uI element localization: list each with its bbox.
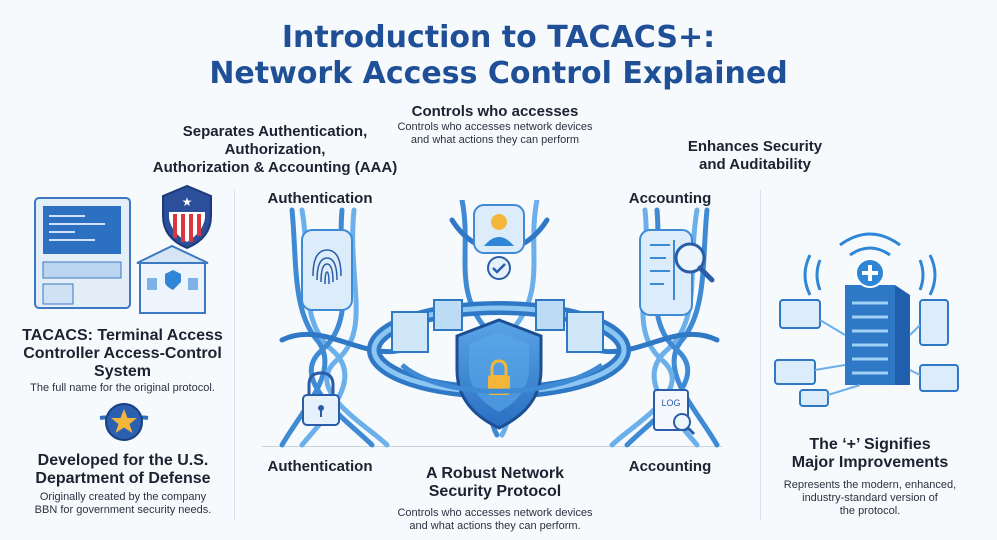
page-title: Introduction to TACACS+: Network Access … xyxy=(0,20,997,92)
tacacs-desc: The full name for the original protocol. xyxy=(30,382,215,394)
tacacs-heading-line-2: Controller Access-Control xyxy=(23,345,222,362)
building-shield-icon xyxy=(165,270,181,290)
network-cable-illustration: LOG xyxy=(279,200,720,448)
plus-desc-line-1: Represents the modern, enhanced, xyxy=(783,479,957,491)
dod-heading-line-1: Developed for the U.S. xyxy=(37,452,209,469)
right-divider xyxy=(760,190,761,520)
list-lines-icon xyxy=(650,240,675,300)
checkmark-icon xyxy=(487,256,511,280)
controls-desc-line-2: and what actions they can perform xyxy=(410,134,580,146)
robust-desc-line-1: Controls who accesses network devices xyxy=(397,507,593,519)
us-shield-icon: ★ xyxy=(162,184,212,250)
controls-heading: Controls who accesses xyxy=(411,103,579,120)
baseline-line xyxy=(262,446,722,447)
log-document-icon: LOG xyxy=(653,389,696,436)
authentication-top-label: Authentication xyxy=(267,190,373,207)
security-line-2: and Auditability xyxy=(699,156,811,173)
left-divider xyxy=(234,190,235,520)
terminal-building-illustration: ★ xyxy=(34,184,212,314)
robust-desc: Controls who accesses network devices an… xyxy=(370,507,620,533)
terminal-screen xyxy=(43,206,121,254)
authentication-bottom-label: Authentication xyxy=(267,458,373,475)
aaa-heading: Separates Authentication, Authorization,… xyxy=(150,123,400,177)
robust-line-2: Security Protocol xyxy=(428,483,562,500)
aaa-line-1: Separates Authentication, xyxy=(182,123,368,140)
tacacs-heading: TACACS: Terminal Access Controller Acces… xyxy=(20,327,225,381)
robust-line-1: A Robust Network xyxy=(425,465,565,482)
accounting-bottom-label: Accounting xyxy=(628,458,712,475)
network-devices xyxy=(774,299,959,407)
aaa-line-3: Authorization & Accounting (AAA) xyxy=(152,159,398,176)
svg-text:★: ★ xyxy=(182,195,193,209)
plus-desc: Represents the modern, enhanced, industr… xyxy=(770,479,970,518)
log-list-panel xyxy=(639,229,693,316)
plus-line-2: Major Improvements xyxy=(791,454,949,471)
robust-heading: A Robust Network Security Protocol xyxy=(380,465,610,501)
tacacs-heading-line-1: TACACS: Terminal Access xyxy=(22,327,223,344)
star-badge-icon xyxy=(99,403,149,441)
tacacs-heading-line-3: System xyxy=(94,363,151,380)
controls-desc-line-1: Controls who accesses network devices xyxy=(397,121,593,133)
plus-badge-icon xyxy=(855,258,885,288)
server-plus-illustration xyxy=(774,232,959,407)
plus-heading: The ‘+’ Signifies Major Improvements xyxy=(770,436,970,472)
plus-line-1: The ‘+’ Signifies xyxy=(809,436,931,453)
robust-desc-line-2: and what actions they can perform. xyxy=(409,520,581,532)
fingerprint-icon xyxy=(312,249,342,285)
plus-desc-line-2: industry-standard version of xyxy=(802,492,938,504)
security-heading: Enhances Security and Auditability xyxy=(665,138,845,174)
dod-heading: Developed for the U.S. Department of Def… xyxy=(18,452,228,488)
dod-desc: Originally created by the company BBN fo… xyxy=(18,491,228,517)
security-line-1: Enhances Security xyxy=(687,138,823,155)
magnifier-icon xyxy=(674,242,715,283)
dod-heading-line-2: Department of Defense xyxy=(35,470,211,487)
controls-desc: Controls who accesses network devices an… xyxy=(360,121,630,147)
user-avatar-icon xyxy=(473,204,525,254)
plus-desc-line-3: the protocol. xyxy=(839,505,901,517)
fingerprint-panel xyxy=(301,229,353,311)
dod-desc-line-2: BBN for government security needs. xyxy=(34,504,212,516)
accounting-top-label: Accounting xyxy=(628,190,712,207)
wireless-signal-icon xyxy=(803,232,937,296)
aaa-line-2: Authorization, xyxy=(224,141,326,158)
title-line-2: Network Access Control Explained xyxy=(209,56,788,91)
keyboard xyxy=(42,261,122,279)
dod-desc-line-1: Originally created by the company xyxy=(39,491,207,503)
log-label: LOG xyxy=(661,398,680,408)
central-shield-icon xyxy=(455,318,543,430)
title-line-1: Introduction to TACACS+: xyxy=(281,20,716,55)
padlock-icon xyxy=(302,371,340,426)
server-tower xyxy=(845,285,910,385)
